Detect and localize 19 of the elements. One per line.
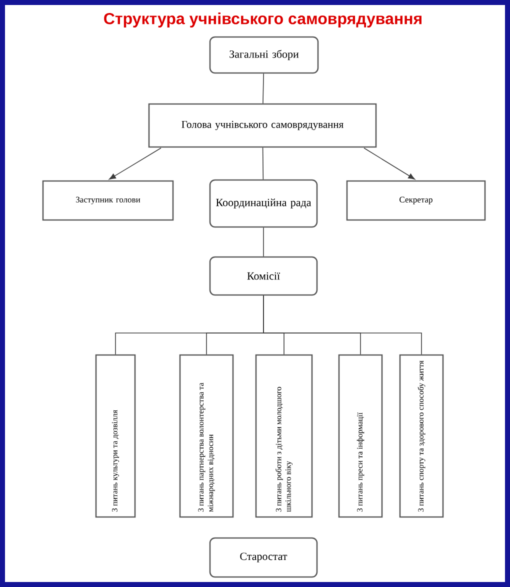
process-box: Заступник голови xyxy=(42,180,174,221)
process-box: Секретар xyxy=(346,180,486,221)
connector xyxy=(262,147,264,180)
connector xyxy=(364,148,415,180)
connector xyxy=(109,148,162,180)
rounded-box: Координаційна рада xyxy=(209,179,318,228)
title: Структура учнівського самоврядування xyxy=(104,12,422,28)
process-box: Голова учнівського самоврядування xyxy=(148,103,377,148)
rounded-box: Загальні збори xyxy=(209,36,319,74)
rounded-box: Старостат xyxy=(209,537,318,578)
connector xyxy=(263,227,264,257)
commission-box: З питань роботи з дітьми молодшого шкільного віку xyxy=(255,354,313,518)
rounded-box: Комісії xyxy=(209,256,318,296)
commission-box: З питань преси та інформації xyxy=(338,354,383,518)
commission-box: З питань культури та дозвілля xyxy=(95,354,136,518)
commission-box: З питань спорту та здорового способу життя xyxy=(399,354,444,518)
commission-box: З питань партнерства волонтерства та міжнародних відносин xyxy=(179,354,234,518)
connector xyxy=(262,73,264,104)
connector xyxy=(263,295,422,355)
